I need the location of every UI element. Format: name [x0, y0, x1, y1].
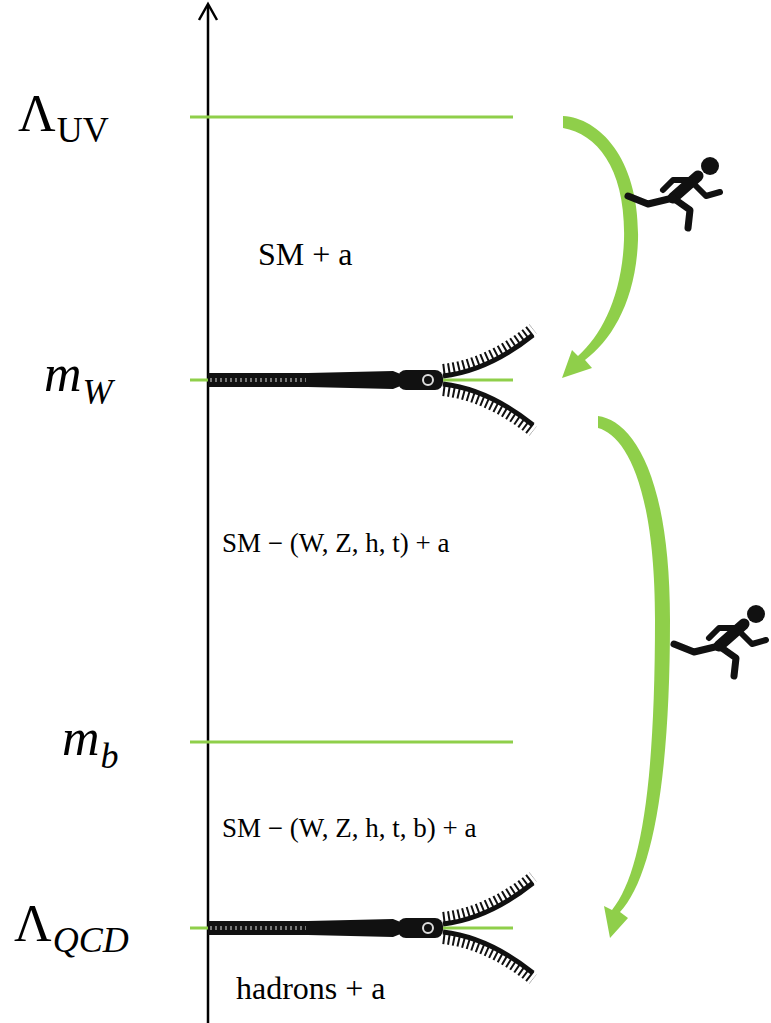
- region-label: SM − (W, Z, h, t) + a: [222, 530, 449, 557]
- energy-axis: [207, 6, 210, 1023]
- scale-symbol: m: [44, 348, 82, 400]
- scale-lines: [190, 117, 513, 928]
- running-arrows: [562, 116, 670, 938]
- scale-symbol: m: [62, 712, 100, 764]
- region-label: SM + a: [258, 238, 353, 270]
- scale-subscript: W: [83, 374, 113, 410]
- region-label: hadrons + a: [236, 972, 386, 1004]
- scale-symbol: Λ: [18, 88, 56, 140]
- axis-arrowhead: [199, 4, 217, 20]
- scale-subscript: UV: [57, 112, 109, 148]
- scale-subscript: QCD: [53, 922, 129, 958]
- scale-subscript: b: [101, 738, 119, 774]
- region-label: SM − (W, Z, h, t, b) + a: [222, 815, 476, 842]
- scale-symbol: Λ: [14, 898, 52, 950]
